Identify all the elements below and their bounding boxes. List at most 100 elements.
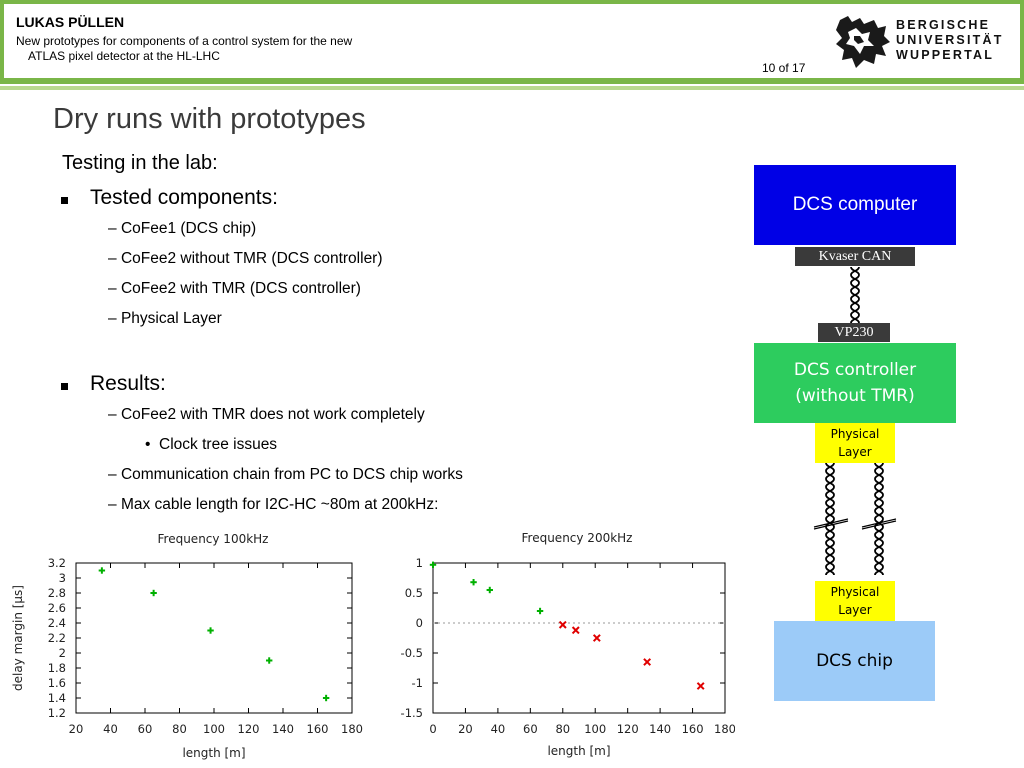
university-line2: UNIVERSITÄT	[896, 33, 1004, 47]
dcs-chip-box: DCS chip	[774, 621, 935, 701]
y-tick-label: 1.8	[48, 661, 66, 675]
x-tick-label: 20	[458, 722, 473, 736]
y-tick-label: 1.2	[48, 706, 66, 720]
x-tick-label: 120	[238, 722, 260, 736]
cable-strand	[874, 510, 884, 520]
data-point-cross	[592, 634, 601, 642]
cable-strand	[825, 534, 835, 544]
tested-item-text: Physical Layer	[120, 310, 222, 327]
result-item-text: Max cable length for I2C-HC ~80m at 200k…	[120, 496, 439, 513]
x-tick-label: 180	[341, 722, 363, 736]
cable-strand	[874, 470, 884, 480]
cable-strand	[850, 314, 860, 324]
x-tick-label: 140	[272, 722, 294, 736]
tested-item-text: CoFee2 with TMR (DCS controller)	[120, 280, 361, 297]
cable-strand	[874, 486, 884, 496]
result-item: – CoFee2 with TMR does not work complete…	[108, 406, 425, 423]
cable-strand	[825, 526, 835, 536]
slide-title: Dry runs with prototypes	[53, 103, 366, 135]
cable-strand	[874, 542, 884, 552]
cable-break-mark	[813, 518, 849, 528]
data-point-plus	[266, 657, 273, 664]
university-line1: BERGISCHE	[896, 18, 991, 32]
y-tick-label: 2.2	[48, 631, 66, 645]
data-point-cross	[558, 620, 567, 629]
physical-layer-box-bottom: Physical Layer	[815, 581, 895, 621]
twisted-pair-right	[874, 462, 884, 576]
cable-strand	[825, 502, 835, 512]
marker-stroke	[592, 634, 601, 642]
x-tick-label: 40	[103, 722, 118, 736]
x-tick-label: 0	[429, 722, 436, 736]
twisted-pair-can	[850, 266, 860, 324]
cable-strand	[825, 478, 835, 488]
cable-strand	[825, 566, 835, 576]
result-item-text: Communication chain from PC to DCS chip …	[120, 466, 463, 483]
x-tick-label: 80	[172, 722, 187, 736]
header-frame-top	[0, 0, 1024, 4]
author-name: LUKAS PÜLLEN	[16, 14, 125, 30]
y-tick-label: 3.2	[48, 556, 66, 570]
y-tick-label: 2	[59, 646, 66, 660]
x-tick-label: 60	[138, 722, 153, 736]
twisted-pair-left	[825, 462, 835, 576]
data-point-plus	[536, 607, 544, 615]
x-tick-label: 80	[555, 722, 570, 736]
dcs-controller-line2: (without TMR)	[795, 386, 915, 406]
cable-strand	[874, 502, 884, 512]
university-logo-icon	[836, 16, 890, 68]
data-point-plus	[207, 627, 214, 634]
data-point-cross	[696, 682, 705, 690]
cable-strand	[874, 494, 884, 504]
cable-strand	[825, 494, 835, 504]
cable-strand	[850, 274, 860, 284]
kvaser-can-label: Kvaser CAN	[795, 247, 915, 266]
result-subitem-text: Clock tree issues	[159, 436, 278, 453]
x-tick-label: 120	[617, 722, 639, 736]
dcs-computer-box: DCS computer	[754, 165, 956, 245]
result-item: – Max cable length for I2C-HC ~80m at 20…	[108, 496, 439, 513]
marker-stroke	[643, 658, 652, 666]
cable-strand	[825, 558, 835, 568]
x-tick-label: 100	[584, 722, 606, 736]
plot-frame	[75, 562, 353, 714]
tested-item: – Physical Layer	[108, 310, 222, 327]
cable-strand	[874, 462, 884, 472]
header-divider-light	[0, 86, 1024, 90]
x-axis-label: length [m]	[547, 744, 610, 758]
data-point-plus	[470, 579, 477, 586]
result-item: – Communication chain from PC to DCS chi…	[108, 466, 463, 483]
tested-item: – CoFee2 without TMR (DCS controller)	[108, 250, 383, 267]
result-item-text: CoFee2 with TMR does not work completely	[120, 406, 425, 423]
cable-connections	[813, 266, 897, 576]
tested-item: – CoFee1 (DCS chip)	[108, 220, 257, 237]
y-tick-label: -1	[412, 676, 423, 690]
bullet-square-icon	[61, 197, 68, 204]
intro-text: Testing in the lab:	[62, 152, 218, 174]
data-point-plus	[322, 694, 330, 702]
data-point-plus	[98, 567, 106, 574]
cable-strand	[874, 534, 884, 544]
y-tick-label: -0.5	[401, 646, 423, 660]
chart-title: Frequency 200kHz	[522, 531, 633, 545]
x-axis-label: length [m]	[182, 746, 245, 760]
talk-title-line2: ATLAS pixel detector at the HL-LHC	[28, 49, 220, 63]
cable-break-mark	[813, 520, 849, 530]
result-subitem: • Clock tree issues	[145, 436, 278, 453]
bullet-square-icon	[61, 383, 68, 390]
y-tick-label: 1	[416, 556, 423, 570]
cable-strand	[874, 566, 884, 576]
y-tick-label: 1.6	[48, 676, 66, 690]
marker-stroke	[558, 620, 567, 629]
y-axis-label: delay margin [µs]	[11, 585, 25, 691]
x-tick-label: 160	[682, 722, 704, 736]
cable-strand	[874, 526, 884, 536]
y-tick-label: 0	[416, 616, 423, 630]
x-tick-label: 100	[203, 722, 225, 736]
header-frame-right	[1020, 0, 1024, 82]
vp230-label: VP230	[818, 323, 890, 342]
cable-strand	[874, 558, 884, 568]
cable-strand	[825, 550, 835, 560]
data-point-cross	[643, 658, 652, 666]
y-tick-label: 1.4	[48, 691, 66, 705]
